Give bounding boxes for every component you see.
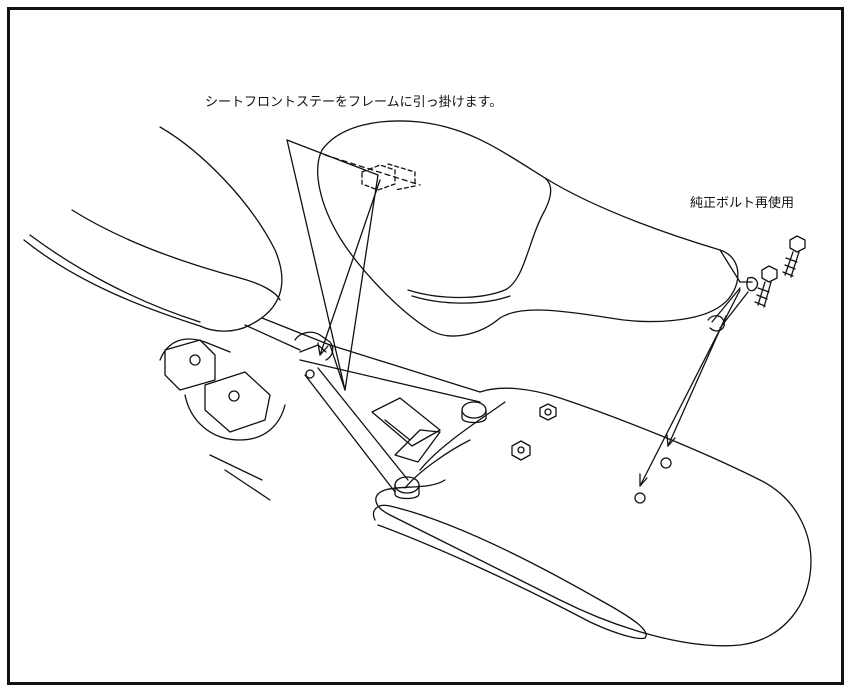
side-brackets <box>164 339 286 501</box>
front-stay-note: シートフロントステーをフレームに引っ掛けます。 <box>205 95 503 110</box>
rear-collars <box>394 401 487 500</box>
front-callout-guides <box>286 139 379 391</box>
bolt-lower-icon <box>754 265 778 308</box>
frame-rails <box>159 317 481 493</box>
install-arrows <box>317 179 741 487</box>
center-bracket <box>371 397 441 463</box>
seat <box>317 120 753 337</box>
bolt-upper-icon <box>782 235 806 278</box>
fuel-tank <box>23 126 283 332</box>
bolt-reuse-note: 純正ボルト再使用 <box>690 196 795 211</box>
diagram-frame <box>7 7 844 685</box>
bolts <box>754 235 806 308</box>
rear-fender <box>372 387 812 647</box>
fender-nuts <box>511 403 557 461</box>
